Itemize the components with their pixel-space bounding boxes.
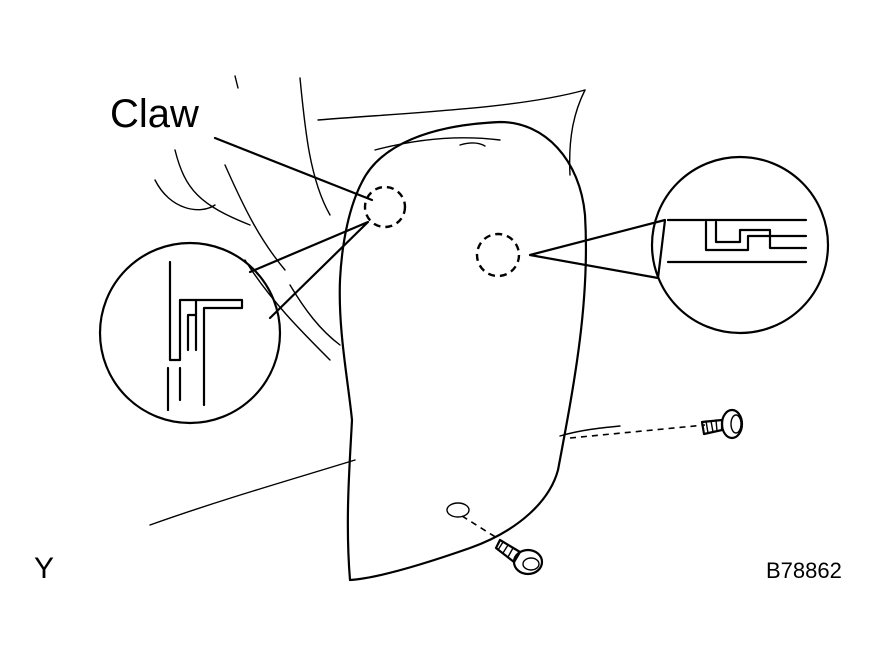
view-label: Y (34, 552, 55, 585)
screw-right (569, 408, 744, 440)
cover-panel (338, 120, 588, 582)
figure-code-label: B78862 (766, 558, 842, 583)
claw-detail-callout (98, 220, 370, 425)
clip-detail-callout (528, 155, 830, 335)
screw-bottom (446, 502, 544, 576)
claw-leader-line (213, 136, 374, 202)
hidden-clip-circle (475, 232, 521, 278)
claw-label: Claw (110, 92, 199, 136)
claw-location-circle (363, 185, 407, 229)
